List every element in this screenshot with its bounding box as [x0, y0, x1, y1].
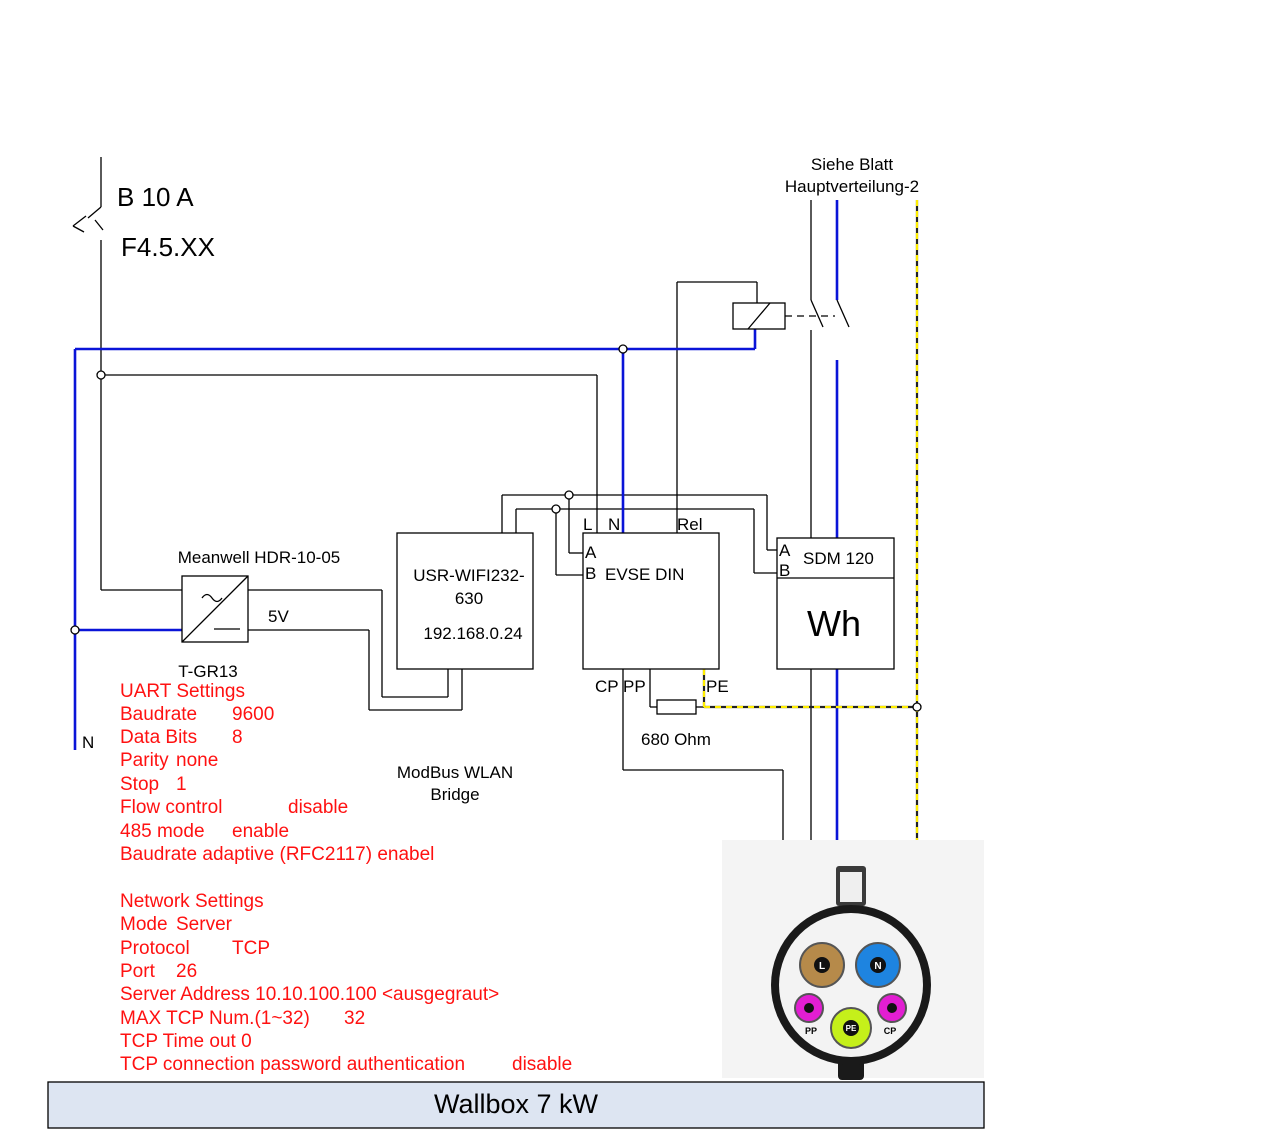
reference-line-1: Siehe Blatt	[811, 155, 893, 174]
control-wiring	[100, 281, 784, 910]
network-value: Server	[176, 914, 233, 935]
connector-pin-n: N	[874, 961, 881, 972]
network-key: Mode	[120, 914, 168, 935]
network-key: TCP Time out 0	[120, 1031, 252, 1052]
evse-pin-a: A	[585, 543, 597, 562]
junction-node	[564, 490, 574, 500]
network-value: TCP	[232, 938, 270, 959]
uart-key: Flow control	[120, 797, 222, 818]
uart-key: Baudrate adaptive (RFC2117) enabel	[120, 844, 434, 865]
network-key: Server Address 10.10.100.100 <ausgegraut…	[120, 984, 499, 1005]
uart-key: Parity	[120, 750, 169, 771]
uart-key: Stop	[120, 774, 159, 795]
meter-pin-b: B	[779, 561, 790, 580]
neutral-wiring	[73, 200, 839, 858]
network-value: 26	[176, 961, 197, 982]
uart-title: UART Settings	[120, 681, 245, 702]
energy-meter	[776, 537, 895, 670]
wifi-caption-line-2: Bridge	[430, 785, 479, 804]
evse-pin-b: B	[585, 564, 596, 583]
network-key: TCP connection password authentication	[120, 1054, 465, 1075]
wifi-ip: 192.168.0.24	[423, 624, 522, 643]
resistor	[656, 699, 697, 715]
evse-pin-n: N	[608, 515, 620, 534]
wifi-name-line-1: USR-WIFI232-	[413, 566, 524, 585]
network-key: Port	[120, 961, 156, 982]
evse-pin-pp: PP	[623, 677, 646, 696]
junction-node	[70, 625, 80, 635]
uart-key: Baudrate	[120, 704, 197, 725]
psu-output: 5V	[268, 607, 289, 626]
network-key: Protocol	[120, 938, 190, 959]
uart-value: enable	[232, 821, 289, 842]
uart-value: 1	[176, 774, 187, 795]
breaker-rating: B 10 A	[117, 182, 194, 212]
network-title: Network Settings	[120, 891, 264, 912]
reference-line-2: Hauptverteilung-2	[785, 177, 919, 196]
connector-pin-l: L	[819, 961, 825, 972]
meter-unit: Wh	[807, 603, 861, 644]
evse-pin-l: L	[583, 515, 592, 534]
resistor-value: 680 Ohm	[641, 730, 711, 749]
footer-title: Wallbox 7 kW	[434, 1089, 599, 1119]
junction-node	[618, 344, 628, 354]
connector-pin-cp: CP	[884, 1026, 897, 1036]
junction-node	[96, 370, 106, 380]
evse-pin-cp: CP	[595, 677, 619, 696]
network-value: 32	[344, 1008, 365, 1029]
psu-name: Meanwell HDR-10-05	[178, 548, 341, 567]
meter-name: SDM 120	[803, 549, 874, 568]
junction-node	[551, 504, 561, 514]
evse-name: EVSE DIN	[605, 565, 684, 584]
psu-id: T-GR13	[178, 662, 238, 681]
relay-contactor	[732, 299, 850, 330]
neutral-label: N	[82, 733, 94, 752]
network-key: MAX TCP Num.(1~32)	[120, 1008, 310, 1029]
evse-pin-pe: PE	[706, 677, 729, 696]
connector-pin-pp: PP	[805, 1026, 817, 1036]
junction-node	[912, 702, 922, 712]
evse-module	[582, 532, 720, 670]
connector-pin-pe: PE	[846, 1024, 857, 1033]
evse-pin-rel: Rel	[677, 515, 703, 534]
uart-value: 9600	[232, 704, 274, 725]
network-value: disable	[512, 1054, 572, 1075]
uart-value: none	[176, 750, 218, 771]
meter-pin-a: A	[779, 541, 791, 560]
wifi-caption-line-1: ModBus WLAN	[397, 763, 513, 782]
type2-connector: L N PP PE CP	[722, 840, 984, 1080]
wifi-name-line-2: 630	[455, 589, 483, 608]
uart-value: 8	[232, 727, 243, 748]
circuit-breaker	[72, 157, 104, 375]
uart-settings: UART Settings Baudrate 9600 Data Bits 8 …	[120, 681, 434, 865]
uart-key: Data Bits	[120, 727, 197, 748]
uart-key: 485 mode	[120, 821, 205, 842]
wifi-module	[396, 532, 534, 670]
uart-value: disable	[288, 797, 348, 818]
network-settings: Network Settings Mode Server Protocol TC…	[120, 891, 572, 1075]
breaker-id: F4.5.XX	[121, 232, 215, 262]
footer-bar	[47, 1081, 985, 1129]
pe-wiring	[702, 200, 919, 858]
power-supply	[181, 575, 249, 643]
